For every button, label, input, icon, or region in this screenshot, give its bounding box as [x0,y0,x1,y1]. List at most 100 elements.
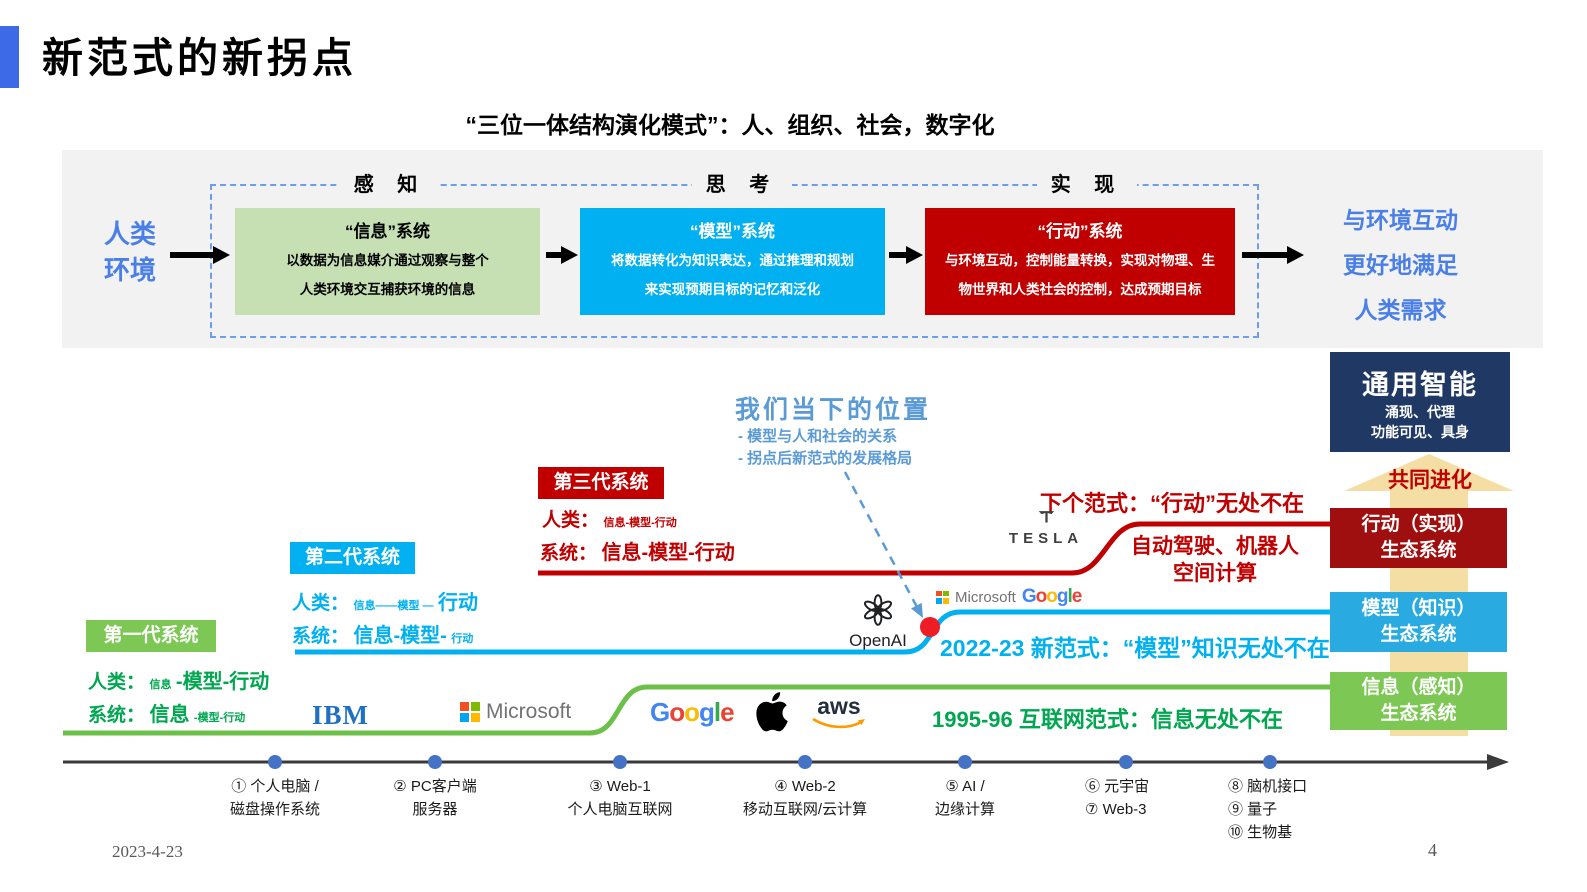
timeline-dot-5 [958,755,972,769]
action-ecosystem-box: 行动（实现） 生态系统 [1330,508,1507,568]
timeline-item-line: ③ Web-1 [589,778,651,795]
timeline-dot-3 [613,755,627,769]
gen1-system-prefix: 系统： [88,705,146,726]
outcome-line2: 更好地满足 [1343,252,1458,278]
model-ecosystem-box: 模型（知识） 生态系统 [1330,592,1507,652]
gen1-system-small: -模型-行动 [193,712,246,724]
action-system-body1: 与环境互动，控制能量转换，实现对物理、生 [945,253,1215,268]
action-system-box: “行动”系统 与环境互动，控制能量转换，实现对物理、生 物世界和人类社会的控制，… [925,208,1235,315]
env-line1: 人类 [103,219,156,249]
google-letter: o [684,697,700,727]
gen3-system-line: 系统： 信息-模型-行动 [540,536,735,565]
timeline-item-line: 移动互联网/云计算 [742,801,868,818]
tesla-logo: TESLA [998,510,1094,547]
gen2-human-line: 人类： 信息——模型 — 行动 [292,586,478,615]
model-system-title: “模型”系统 [690,222,775,241]
phase-label-perception: 感 知 [340,168,440,197]
google-letter: e [1071,586,1083,607]
gen3-human-small: 信息-模型-行动 [603,517,677,529]
coevolution-arrow-head [1344,454,1514,491]
aws-logo: aws [810,693,868,735]
google-letter: l [713,697,721,727]
microsoft-wordmark: Microsoft [486,700,572,723]
timeline-item-3: ③ Web-1 个人电脑互联网 [520,775,720,821]
timeline-item-7: ⑧ 脑机接口 ⑨ 量子 ⑩ 生物基 [1228,775,1307,844]
general-intelligence-box: 通用智能 涌现、代理 功能可见、具身 [1330,352,1510,452]
timeline-item-line: ⑧ 脑机接口 [1228,778,1308,795]
google-logo: Google [1022,586,1083,608]
timeline-item-line: ⑨ 量子 [1228,801,1278,818]
phase-label-realization: 实 现 [1037,168,1137,197]
gen2-label: 第二代系统 [290,542,415,574]
timeline-item-2: ② PC客户端 服务器 [335,775,535,821]
timeline-item-line: 磁盘操作系统 [229,801,320,818]
outcome-label: 与环境互动 更好地满足 人类需求 [1328,198,1473,333]
next-paradigm-sub1: 自动驾驶、机器人 [1131,535,1299,558]
gen2-human-big: 行动 [437,592,478,614]
gen3-label: 第三代系统 [538,467,664,499]
env-line2: 环境 [103,255,156,285]
microsoft-wordmark: Microsoft [955,588,1016,606]
gen1-human-big: -模型-行动 [175,671,270,693]
gen3-human-prefix: 人类： [542,510,600,531]
current-position-bullet1: - 模型与人和社会的关系 [738,428,898,445]
phase-label-thinking: 思 考 [692,168,792,197]
timeline-axis [63,754,1509,770]
page-title: 新范式的新拐点 [42,35,357,81]
information-system-body1: 以数据为信息媒介通过观察与整个 [286,253,489,268]
timeline-item-line: ④ Web-2 [774,778,836,795]
agi-title: 通用智能 [1362,369,1478,400]
slide-subtitle: “三位一体结构演化模式”：人、组织、社会，数字化 [465,112,995,138]
gen2-system-prefix: 系统： [292,626,350,647]
google-letter: o [1035,586,1048,607]
model-system-box: “模型”系统 将数据转化为知识表达，通过推理和规划 来实现预期目标的记忆和泛化 [580,208,885,315]
current-position-bullet2: - 拐点后新范式的发展格局 [738,450,913,467]
gen1-green-curve [63,684,1334,736]
timeline-item-line: ⑥ 元宇宙 [1085,778,1150,795]
timeline-item-4: ④ Web-2 移动互联网/云计算 [705,775,905,821]
next-paradigm-subcaption: 自动驾驶、机器人 空间计算 [1120,533,1310,587]
timeline-dot-1 [268,755,282,769]
google-letter: g [699,697,715,727]
arrow-action-to-outcome [1242,246,1304,264]
openai-icon [863,594,893,626]
timeline-dot-4 [798,755,812,769]
slide-date: 2023-4-23 [112,842,183,861]
google-letter: l [1067,586,1072,607]
gen1-label: 第一代系统 [86,620,216,652]
aws-wordmark: aws [817,693,861,719]
human-environment-label: 人类 环境 [78,216,182,288]
microsoft-squares-icon [460,702,480,722]
google-logo: Google [650,697,735,728]
page-number: 4 [1428,840,1437,860]
inflection-point-dot [920,617,940,637]
timeline-item-line: ⑤ AI / [945,778,985,795]
gen3-system-big: 信息-模型-行动 [601,542,735,564]
agi-sub1: 涌现、代理 [1385,403,1455,420]
timeline-dot-7 [1263,755,1277,769]
timeline-item-line: ① 个人电脑 / [231,778,319,795]
outcome-line3: 人类需求 [1354,297,1447,323]
arrow-info-to-model [546,246,578,264]
timeline-item-line: ⑩ 生物基 [1228,824,1293,841]
apple-logo [755,691,791,738]
openai-logo: OpenAI [836,594,920,651]
action-system-title: “行动”系统 [1037,222,1123,241]
google-letter: g [1056,586,1069,607]
model-system-body1: 将数据转化为知识表达，通过推理和规划 [611,253,854,268]
arrow-env-to-info [170,246,230,264]
timeline-item-5: ⑤ AI / 边缘计算 [865,775,1065,821]
gen3-system-prefix: 系统： [540,543,598,564]
gen2-human-small: 信息——模型 — [353,600,434,612]
gen2-system-line: 系统： 信息-模型- 行动 [292,619,473,648]
timeline-item-line: ② PC客户端 [393,778,477,795]
timeline-item-line: 边缘计算 [934,801,995,818]
google-letter: e [720,697,735,727]
timeline-item-1: ① 个人电脑 / 磁盘操作系统 [175,775,375,821]
microsoft-logo: Microsoft [460,700,571,724]
apple-icon [756,692,788,732]
microsoft-squares-icon [936,590,949,604]
model-ecosystem-line2: 生态系统 [1380,624,1457,645]
action-system-body2: 物世界和人类社会的控制，达成预期目标 [958,282,1202,297]
